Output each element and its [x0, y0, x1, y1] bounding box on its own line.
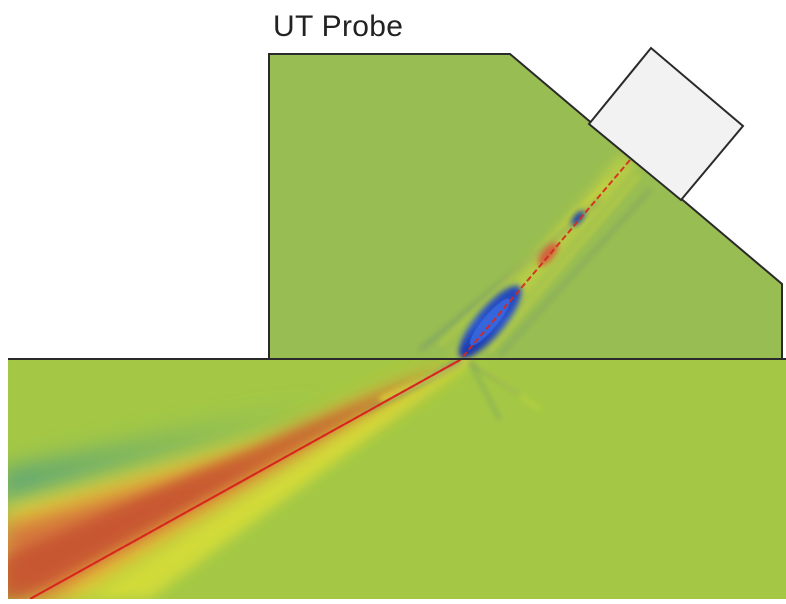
diagram-title: UT Probe	[273, 10, 404, 43]
angle-wedge	[269, 54, 782, 359]
wedge-outline	[268, 53, 783, 359]
refracted-beam-field	[8, 359, 541, 599]
refracted-axis-line	[29, 359, 461, 600]
transducer-icon	[587, 46, 745, 202]
